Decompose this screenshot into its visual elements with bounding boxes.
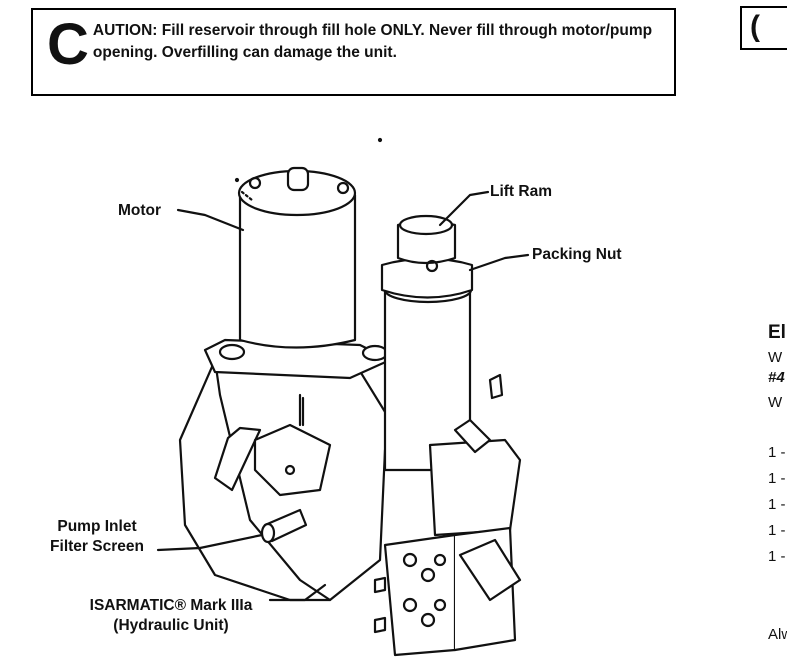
right-frag-list-item: 1 - bbox=[768, 470, 786, 487]
ram-column bbox=[383, 288, 472, 472]
label-pump-inlet-line1: Pump Inlet bbox=[57, 518, 137, 535]
bolt-left bbox=[218, 343, 246, 361]
label-unit-line2: (Hydraulic Unit) bbox=[113, 617, 229, 634]
right-frag-line2: #4 bbox=[768, 369, 785, 386]
manifold bbox=[383, 533, 457, 657]
right-frag-bottom: Alw bbox=[768, 626, 787, 643]
label-packing-nut: Packing Nut bbox=[532, 246, 622, 263]
filter-valve-assembly bbox=[253, 423, 332, 497]
leader-filter-screen bbox=[156, 533, 264, 552]
lift-ram-top bbox=[398, 214, 454, 236]
label-lift-ram: Lift Ram bbox=[490, 183, 552, 200]
leader-packing-nut bbox=[468, 253, 530, 272]
caution-drop-cap: C bbox=[47, 12, 89, 77]
motor-cylinder bbox=[238, 193, 357, 349]
valve-block bbox=[428, 438, 522, 537]
leader-unit bbox=[268, 583, 327, 602]
housing-front-panel bbox=[213, 358, 332, 602]
label-motor: Motor bbox=[118, 202, 162, 219]
caution-text: AUTION: Fill reservoir through fill hole… bbox=[92, 22, 653, 61]
right-column-box: ( bbox=[740, 6, 787, 50]
right-frag-heading: El bbox=[768, 322, 786, 343]
right-frag-list-item: 1 - bbox=[768, 444, 786, 461]
leader-lift-ram bbox=[438, 190, 490, 227]
label-pump-inlet: Pump Inlet Filter Screen bbox=[34, 517, 160, 557]
right-frag-line1: W bbox=[768, 349, 783, 366]
label-unit-line1: ISARMATIC® Mark IIIa bbox=[89, 597, 253, 614]
right-frag-list-item: 1 - bbox=[768, 496, 786, 513]
label-pump-inlet-line2: Filter Screen bbox=[50, 538, 144, 555]
right-frag-line3: W bbox=[768, 394, 783, 411]
right-box-glyph: ( bbox=[750, 10, 760, 43]
caution-box: C AUTION: Fill reservoir through fill ho… bbox=[31, 8, 676, 96]
leader-motor bbox=[176, 208, 245, 232]
label-unit: ISARMATIC® Mark IIIa (Hydraulic Unit) bbox=[70, 596, 272, 636]
right-frag-list-item: 1 - bbox=[768, 522, 786, 539]
right-frag-list-item: 1 - bbox=[768, 548, 786, 565]
bolt-right bbox=[361, 344, 389, 362]
motor-cap bbox=[286, 166, 310, 192]
solenoid bbox=[458, 538, 522, 602]
